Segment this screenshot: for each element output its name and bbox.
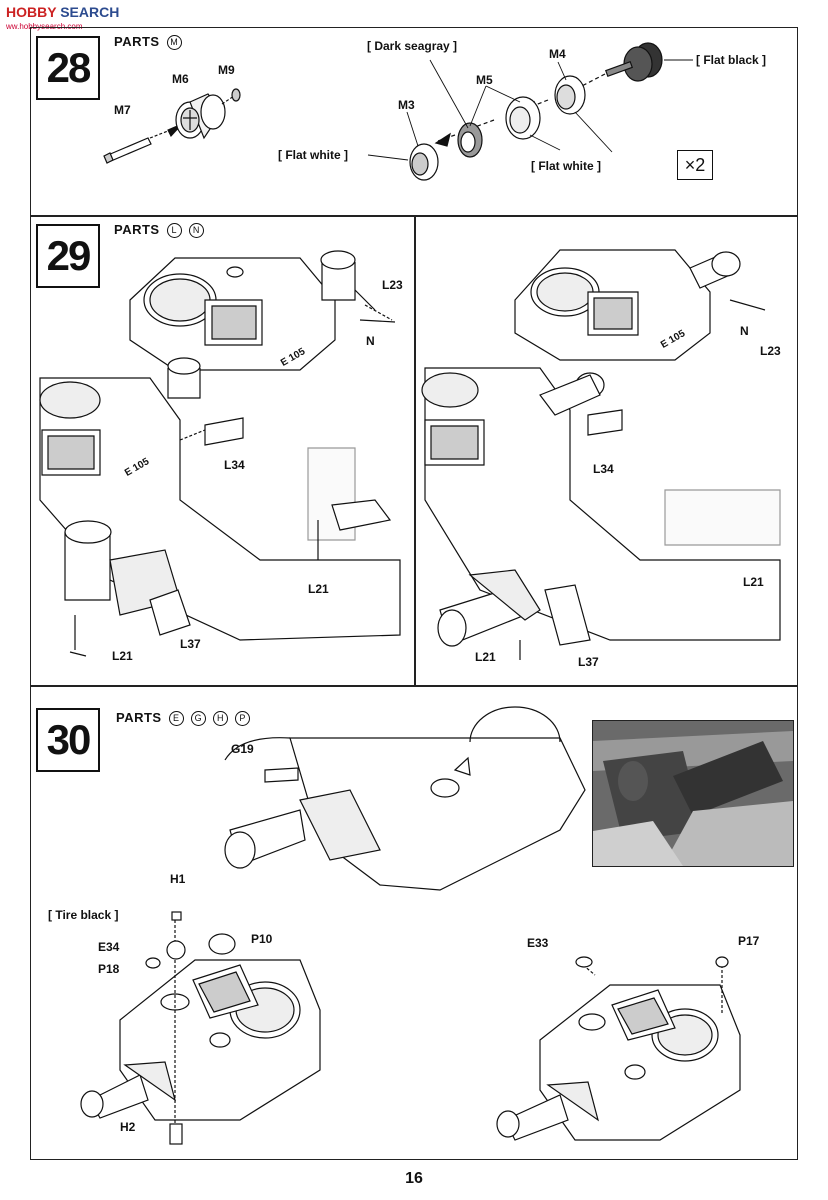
parts-letter-m: M xyxy=(166,35,182,51)
label-p18: P18 xyxy=(98,962,120,976)
label-l21-a: L21 xyxy=(308,582,329,596)
label-l37-b: L37 xyxy=(578,655,599,669)
parts-letter-e: E xyxy=(168,711,184,727)
label-m5: M5 xyxy=(476,73,493,87)
parts-letter-p: P xyxy=(235,711,251,727)
label-l23-a: L23 xyxy=(382,278,403,292)
watermark-url: ww.hobbysearch.com xyxy=(6,22,83,31)
step-28-frame xyxy=(30,27,798,216)
label-e33: E33 xyxy=(527,936,549,950)
parts-label: PARTS xyxy=(116,710,162,725)
reference-photo xyxy=(592,720,794,867)
step-30-frame xyxy=(30,686,798,1160)
parts-label: PARTS xyxy=(114,222,160,237)
label-l21-b: L21 xyxy=(112,649,133,663)
label-l21-d: L21 xyxy=(475,650,496,664)
label-m9: M9 xyxy=(218,63,235,77)
parts-letter-l: L xyxy=(166,223,182,239)
step-29-parts: PARTS L N xyxy=(114,222,204,239)
step-28-parts: PARTS M xyxy=(114,34,182,51)
label-p10: P10 xyxy=(251,932,273,946)
label-flat-black: [ Flat black ] xyxy=(696,53,767,67)
label-l21-c: L21 xyxy=(743,575,764,589)
step-30-parts: PARTS E G H P xyxy=(116,710,251,727)
label-m6: M6 xyxy=(172,72,189,86)
label-g19: G19 xyxy=(231,742,254,756)
label-flat-white-right: [ Flat white ] xyxy=(531,159,601,173)
step-30-number: 30 xyxy=(36,708,100,772)
parts-letter-n: N xyxy=(188,223,204,239)
label-m4: M4 xyxy=(549,47,566,61)
step-29-number: 29 xyxy=(36,224,100,288)
label-n-a: N xyxy=(366,334,375,348)
label-l23-b: L23 xyxy=(760,344,781,358)
label-tire-black: [ Tire black ] xyxy=(48,908,119,922)
label-h1: H1 xyxy=(170,872,186,886)
parts-letter-h: H xyxy=(212,711,228,727)
parts-letter-g: G xyxy=(190,711,206,727)
label-l34-a: L34 xyxy=(224,458,245,472)
multiplier-x2: ×2 xyxy=(677,150,713,180)
label-h2: H2 xyxy=(120,1120,136,1134)
page-number: 16 xyxy=(405,1170,423,1187)
label-l34-b: L34 xyxy=(593,462,614,476)
label-flat-white-left: [ Flat white ] xyxy=(278,148,348,162)
step-28-number: 28 xyxy=(36,36,100,100)
label-e34: E34 xyxy=(98,940,120,954)
label-m3: M3 xyxy=(398,98,415,112)
label-n-b: N xyxy=(740,324,749,338)
label-p17: P17 xyxy=(738,934,760,948)
watermark-logo: HOBBY SEARCH xyxy=(6,4,119,20)
label-m7: M7 xyxy=(114,103,131,117)
parts-label: PARTS xyxy=(114,34,160,49)
watermark-prefix: HOBBY xyxy=(6,4,57,20)
label-l37-a: L37 xyxy=(180,637,201,651)
label-dark-seagray: [ Dark seagray ] xyxy=(367,39,458,53)
watermark-brand: SEARCH xyxy=(60,4,120,20)
step-29-divider xyxy=(414,216,416,686)
